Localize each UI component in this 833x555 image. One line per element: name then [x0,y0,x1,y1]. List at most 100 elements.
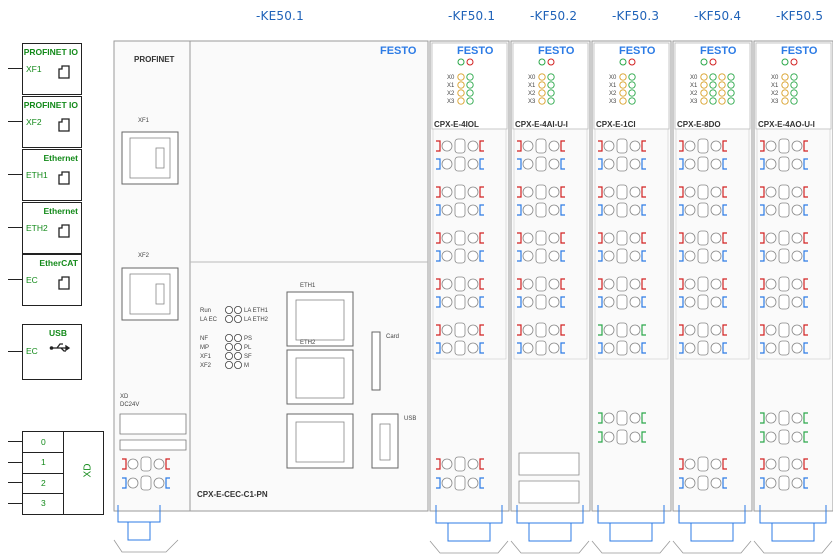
terminal-screw [684,204,696,216]
profinet-label: PROFINET [134,55,175,64]
interface-name: EC [26,275,38,285]
led-indicator [790,58,798,66]
terminal-screw [127,458,139,470]
led-indicator [619,58,627,66]
terminal-clamp [778,230,790,246]
base-clip [759,505,827,542]
interface-name: ETH1 [26,170,48,180]
led-indicator [727,89,735,97]
led-indicator [224,314,233,323]
led-indicator [547,58,555,66]
terminal-bracket [122,477,127,489]
terminal-clamp [616,322,628,338]
terminal-screw [710,342,722,354]
terminal-clamp [616,276,628,292]
terminal-bracket [679,204,684,216]
terminal-bracket [517,140,522,152]
terminal-screw [467,278,479,290]
terminal-screw [710,477,722,489]
terminal-screw [548,250,560,262]
terminal-bracket [641,140,646,152]
terminal-bracket [760,158,765,170]
controller-model: CPX-E-CEC-C1-PN [197,490,268,499]
terminal-screw [441,140,453,152]
interface-box-eth1: Ethernet ETH1 [22,149,82,201]
terminal-clamp [616,429,628,445]
terminal-clamp [535,294,547,310]
interface-name: EC [26,346,38,356]
terminal-screw [710,158,722,170]
terminal-bracket [436,204,441,216]
led-indicator [538,73,546,81]
interface-type: PROFINET IO [23,47,78,57]
channel-label: X3 [609,99,617,105]
terminal-bracket [760,278,765,290]
terminal-bracket [436,477,441,489]
led-indicator [538,89,546,97]
terminal-clamp [535,276,547,292]
led-indicator [700,58,708,66]
terminal-screw [548,158,560,170]
terminal-bracket [760,296,765,308]
terminal-screw [548,204,560,216]
led-label: XF1 [200,354,212,360]
led-indicator [718,97,726,105]
terminal-screw [603,140,615,152]
terminal-bracket [436,278,441,290]
terminal-screw [153,458,165,470]
terminal-bracket [436,324,441,336]
led-indicator [538,97,546,105]
terminal-screw [791,458,803,470]
led-indicator [547,73,555,81]
led-indicator [457,89,465,97]
eth1-port-label: ETH1 [300,283,316,289]
terminal-bracket [165,458,170,470]
terminal-bracket [517,296,522,308]
led-label: LA EC [200,317,218,323]
terminal-bracket [760,477,765,489]
terminal-screw [629,324,641,336]
io-modules: FESTOX0X1X2X3CPX-E-4IOLFESTOX0X1X2X3CPX-… [429,40,833,554]
terminal-bracket [722,296,727,308]
terminal-clamp [535,138,547,154]
terminal-clamp [454,456,466,472]
led-indicator [781,81,789,89]
module-model: CPX-E-4IOL [434,120,479,129]
xd-pin-label: 0 [41,437,46,447]
lead-eth1 [8,174,22,175]
terminal-bracket [803,296,808,308]
terminal-bracket [641,324,646,336]
terminal-screw [629,278,641,290]
terminal-clamp [454,322,466,338]
terminal-bracket [165,477,170,489]
terminal-screw [603,278,615,290]
terminal-clamp [454,230,466,246]
led-indicator [709,73,717,81]
tag-ke50-1: -KE50.1 [256,9,304,23]
terminal-bracket [479,204,484,216]
led-indicator [457,73,465,81]
terminal-screw [603,204,615,216]
terminal-bracket [679,278,684,290]
terminal-bracket [641,278,646,290]
terminal-screw [467,232,479,244]
led-indicator [709,58,717,66]
led-indicator [457,97,465,105]
terminal-screw [684,250,696,262]
terminal-screw [467,324,479,336]
terminal-bracket [722,477,727,489]
led-indicator [709,89,717,97]
terminal-bracket [479,232,484,244]
led-indicator [538,58,546,66]
led-indicator [619,89,627,97]
lead-xd0 [8,441,22,442]
terminal-screw [603,431,615,443]
led-indicator [233,351,242,360]
terminal-clamp [616,156,628,172]
terminal-clamp [697,340,709,356]
terminal-clamp [454,276,466,292]
terminal-screw [467,477,479,489]
led-indicator [619,81,627,89]
festo-logo: FESTO [781,45,818,57]
terminal-screw [603,158,615,170]
